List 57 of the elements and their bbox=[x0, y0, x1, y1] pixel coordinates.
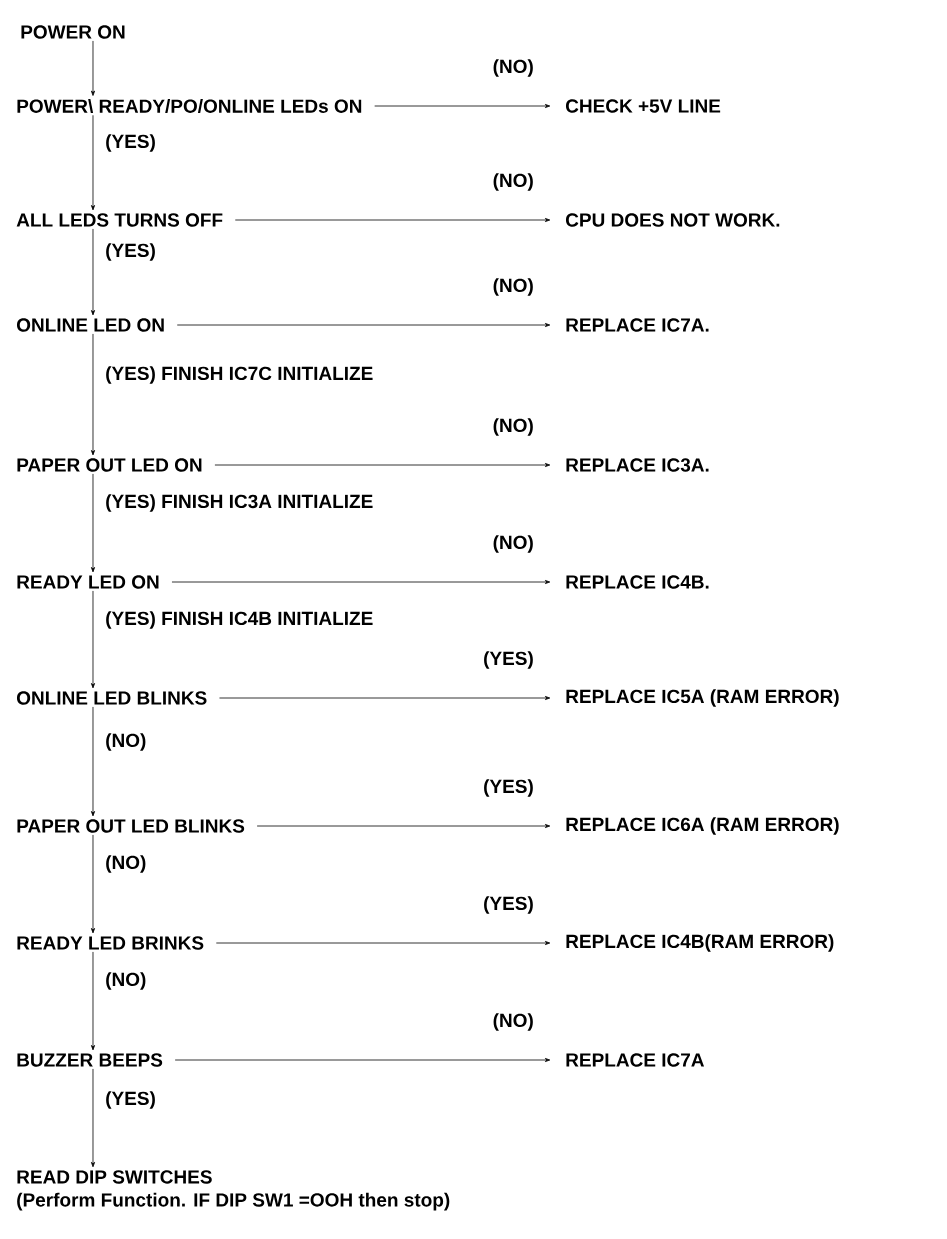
step-text: READY LED BRINKS bbox=[17, 936, 204, 950]
edge-label: (YES) bbox=[482, 650, 535, 670]
arrow bbox=[91, 40, 95, 96]
arrow bbox=[91, 590, 95, 689]
arrow bbox=[91, 473, 95, 573]
result-text: REPLACE IC6A (RAM ERROR) bbox=[566, 817, 839, 835]
result-text: REPLACE IC5A (RAM ERROR) bbox=[566, 689, 839, 707]
edge-label: (NO) bbox=[491, 58, 535, 78]
arrow bbox=[174, 1058, 551, 1062]
edge-label: (NO) bbox=[491, 534, 535, 554]
result-text: CHECK +5V LINE bbox=[566, 99, 721, 113]
arrow bbox=[91, 228, 95, 316]
edge-label: (YES) FINISH IC4B INITIALIZE bbox=[104, 610, 375, 630]
arrow bbox=[91, 1068, 95, 1168]
step-text: READ DIP SWITCHES (Perform Function. IF DIP SW1 =OOH then stop) bbox=[17, 1170, 450, 1211]
arrow bbox=[234, 218, 551, 222]
arrow bbox=[176, 323, 551, 327]
result-text: REPLACE IC4B. bbox=[566, 575, 709, 589]
arrow bbox=[91, 951, 95, 1051]
arrow bbox=[374, 104, 551, 109]
edge-label: (NO) bbox=[491, 277, 535, 297]
edge-label: (NO) bbox=[104, 971, 148, 991]
arrow bbox=[91, 834, 95, 934]
edge-label: (YES) bbox=[482, 778, 535, 798]
step-text: BUZZER BEEPS bbox=[17, 1053, 163, 1067]
edge-label: (YES) bbox=[104, 242, 157, 262]
arrow bbox=[91, 333, 95, 456]
edge-label: (YES) bbox=[104, 1090, 157, 1110]
arrow bbox=[91, 114, 95, 211]
arrow bbox=[219, 696, 551, 700]
arrow bbox=[215, 941, 551, 945]
edge-label: (YES) FINISH IC7C INITIALIZE bbox=[104, 365, 375, 385]
edge-label: (YES) bbox=[482, 895, 535, 915]
arrow bbox=[171, 580, 551, 584]
step-text: PAPER OUT LED ON bbox=[17, 458, 202, 472]
result-text: CPU DOES NOT WORK. bbox=[566, 213, 780, 227]
edge-label: (NO) bbox=[104, 732, 148, 752]
result-text: REPLACE IC3A. bbox=[566, 458, 709, 472]
step-text: ONLINE LED BLINKS bbox=[17, 691, 207, 705]
edge-label: (NO) bbox=[491, 172, 535, 192]
arrow bbox=[256, 824, 551, 828]
step-text: ONLINE LED ON bbox=[17, 318, 164, 332]
result-text: REPLACE IC4B(RAM ERROR) bbox=[566, 934, 834, 952]
edge-label: (YES) bbox=[104, 133, 157, 153]
arrow bbox=[214, 463, 551, 467]
edge-label: (YES) FINISH IC3A INITIALIZE bbox=[104, 493, 375, 513]
step-text: READY LED ON bbox=[17, 575, 159, 589]
step-text: POWER\ READY/PO/ONLINE LEDs ON bbox=[17, 98, 362, 114]
result-text: REPLACE IC7A bbox=[566, 1053, 705, 1067]
step-text: ALL LEDS TURNS OFF bbox=[16, 213, 223, 227]
arrow bbox=[91, 706, 95, 817]
edge-label: (NO) bbox=[491, 1012, 535, 1032]
result-text: REPLACE IC7A. bbox=[566, 318, 709, 332]
step-text: PAPER OUT LED BLINKS bbox=[17, 819, 245, 833]
edge-label: (NO) bbox=[104, 854, 148, 874]
step-text: POWER ON bbox=[21, 25, 125, 39]
edge-label: (NO) bbox=[491, 417, 535, 437]
